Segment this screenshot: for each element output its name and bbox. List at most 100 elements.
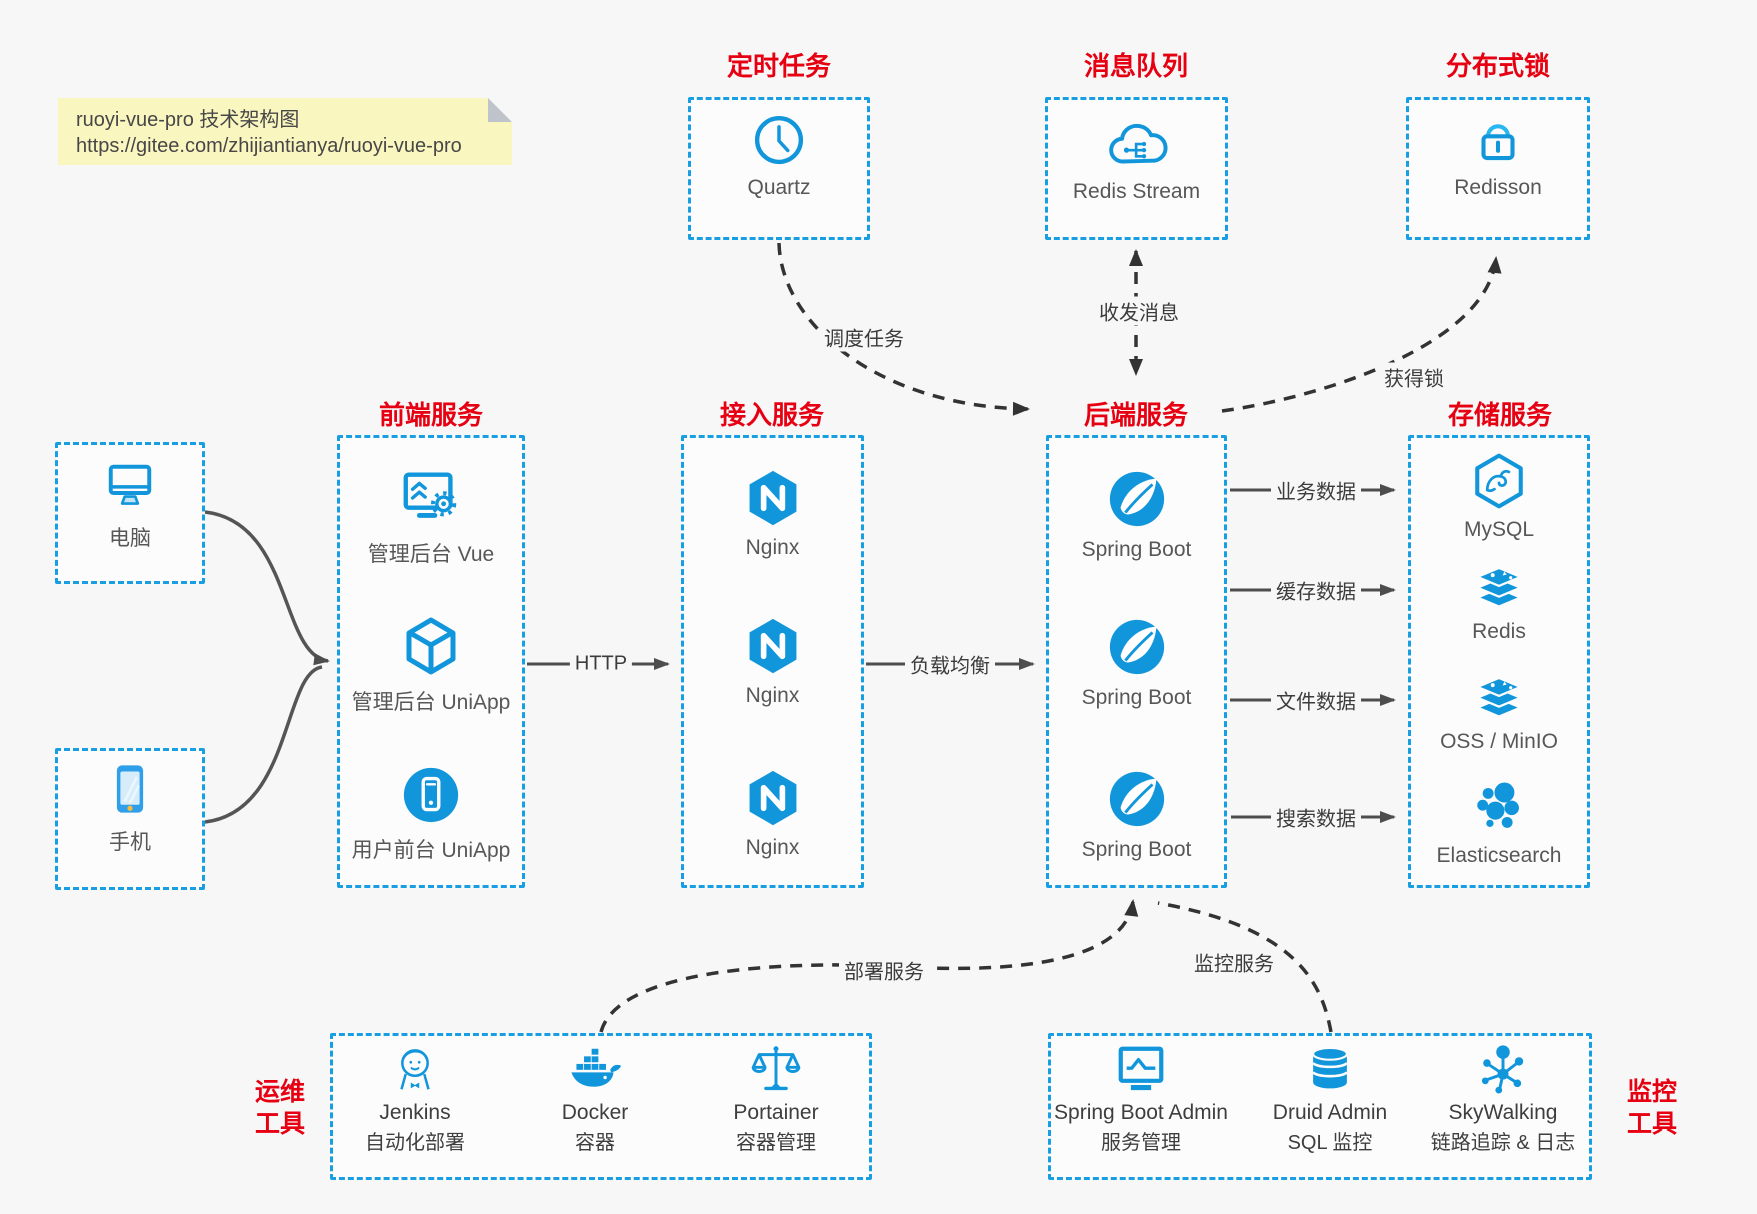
docker-icon [571,1048,622,1087]
nginx-label-2: Nginx [745,684,800,707]
skywalking-item: SkyWalking 链路追踪 & 日志 [1400,1042,1606,1155]
redisson-node: Redisson [1406,110,1590,200]
spring-leaf-icon [1109,619,1164,675]
edge-label-file: 文件数据 [1271,685,1361,715]
edge-label-cache: 缓存数据 [1271,575,1361,605]
springboot-label-3: Spring Boot [1081,838,1192,861]
user-uniapp-node: 用户前台 UniApp [337,764,525,864]
admin-uniapp-node: 管理后台 UniApp [337,614,525,716]
elasticsearch-label: Elasticsearch [1436,844,1562,867]
desktop-icon [108,464,152,505]
lock-group-title: 分布式锁 [1445,51,1551,81]
elasticsearch-icon [1477,782,1519,828]
druid-admin-desc: SQL 监控 [1287,1132,1373,1154]
nginx-icon [749,470,796,526]
note-title: ruoyi-vue-pro 技术架构图 [76,109,300,131]
spring-leaf-icon [1109,471,1164,527]
docker-name: Docker [561,1101,629,1124]
springboot-admin-name: Spring Boot Admin [1054,1101,1228,1124]
edge-phone-frontend [204,665,323,824]
database-icon [1312,1046,1348,1089]
jenkins-desc: 自动化部署 [365,1132,465,1154]
backend-group-title: 后端服务 [1083,400,1189,430]
edge-label-acquire-lock: 获得锁 [1379,362,1449,392]
edge-label-search: 搜索数据 [1271,802,1361,832]
scales-icon [751,1046,801,1091]
springboot-admin-item: Spring Boot Admin 服务管理 [1038,1042,1244,1155]
lock-group-box [1406,97,1590,240]
mysql-label: MySQL [1463,518,1534,541]
edge-label-load-balance: 负载均衡 [905,649,995,679]
monitoring-tools-title-line1: 监控 [1626,1078,1677,1106]
nginx-label-3: Nginx [745,836,800,859]
edge-label-message: 收发消息 [1094,296,1184,326]
ops-tools-title-line1: 运维 [254,1078,305,1106]
skywalking-name: SkyWalking [1448,1101,1558,1124]
ops-tools-title-line2: 工具 [254,1110,305,1138]
monitoring-tools-title-line2: 工具 [1626,1110,1677,1138]
portainer-name: Portainer [733,1101,819,1124]
druid-admin-name: Druid Admin [1272,1101,1388,1124]
edge-label-business: 业务数据 [1271,475,1361,505]
mq-group-box [1045,97,1228,240]
object-storage-icon [1474,676,1524,718]
spring-leaf-icon [1109,771,1164,827]
redis-node: Redis [1408,558,1590,644]
phone-client-label: 手机 [109,831,151,854]
mysql-icon [1475,453,1523,509]
edge-pc-frontend [204,510,330,666]
nginx-label-1: Nginx [745,536,800,559]
quartz-node: Quartz [688,112,870,200]
storage-group-title: 存储服务 [1447,400,1553,430]
cube-icon [406,617,456,675]
druid-admin-item: Druid Admin SQL 监控 [1232,1042,1428,1155]
mobile-app-icon [403,767,459,823]
admin-vue-label: 管理后台 Vue [367,543,495,566]
frontend-group-title: 前端服务 [378,400,484,430]
mysql-node: MySQL [1408,452,1590,542]
skywalking-desc: 链路追踪 & 日志 [1430,1132,1576,1154]
portainer-item: Portainer 容器管理 [686,1042,866,1155]
docker-desc: 容器 [575,1132,615,1154]
springboot-node-1: Spring Boot [1046,468,1227,562]
nginx-node-1: Nginx [681,468,864,560]
springboot-node-2: Spring Boot [1046,616,1227,710]
monitoring-tools-title: 监控 工具 [1612,1076,1692,1140]
springboot-label-1: Spring Boot [1081,538,1192,561]
clock-icon [754,115,804,165]
scheduled-group-title: 定时任务 [726,51,832,81]
oss-minio-label: OSS / MinIO [1440,730,1558,753]
springboot-node-3: Spring Boot [1046,768,1227,862]
nginx-icon [749,618,796,674]
redis-stream-label: Redis Stream [1072,180,1201,203]
note-fold-corner [488,98,512,122]
admin-dashboard-icon [403,472,457,518]
nginx-icon [749,770,796,826]
mq-group-title: 消息队列 [1083,51,1189,81]
jenkins-icon [400,1049,430,1090]
quartz-label: Quartz [747,176,811,199]
jenkins-item: Jenkins 自动化部署 [325,1042,505,1155]
gateway-group-title: 接入服务 [719,400,825,430]
skywalking-icon [1481,1045,1524,1094]
jenkins-name: Jenkins [379,1101,451,1124]
springboot-label-2: Spring Boot [1081,686,1192,709]
ops-tools-box [330,1033,872,1180]
user-uniapp-label: 用户前台 UniApp [351,839,511,862]
edge-label-http: HTTP [569,652,633,676]
edge-label-monitor: 监控服务 [1189,947,1279,977]
redis-label: Redis [1472,620,1526,643]
portainer-desc: 容器管理 [736,1132,816,1154]
pc-client-node: 电脑 [55,458,205,552]
cloud-stream-icon [1108,123,1167,164]
edge-label-deploy: 部署服务 [839,955,929,985]
edge-lock-arrow [1221,256,1502,413]
monitor-chart-icon [1118,1046,1164,1091]
nginx-node-3: Nginx [681,768,864,860]
admin-uniapp-label: 管理后台 UniApp [351,691,511,714]
phone-client-node: 手机 [55,760,205,856]
pc-client-label: 电脑 [109,527,151,550]
smartphone-icon [116,765,144,813]
scheduled-group-box [688,97,870,240]
